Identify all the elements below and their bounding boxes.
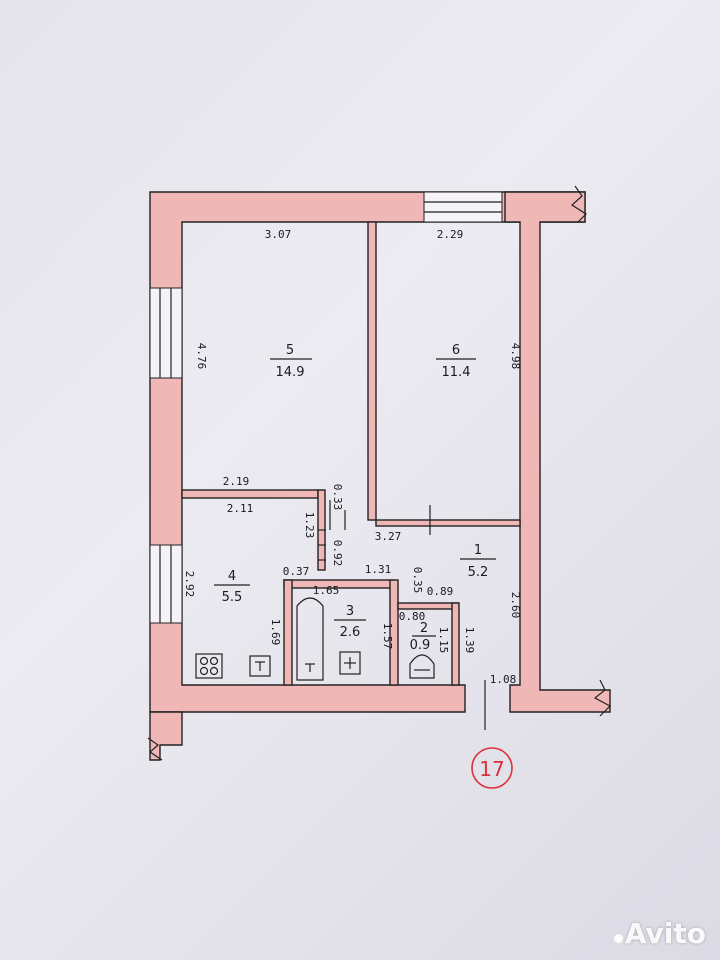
dim-top-left: 3.07 — [265, 228, 292, 241]
room-area: 14.9 — [276, 365, 305, 380]
wall-room5-kitchen — [181, 489, 319, 499]
washbasin-icon — [339, 651, 361, 675]
dim-327: 3.27 — [375, 530, 402, 543]
apartment-number-stamp: 17 — [471, 747, 513, 789]
wall-wc-right — [451, 602, 460, 686]
room-area: 0.9 — [410, 638, 431, 653]
wall-bath-left — [283, 579, 293, 686]
dim-139: 1.39 — [463, 627, 476, 654]
dim-260: 2.60 — [509, 592, 522, 619]
walls — [149, 191, 611, 761]
window-kitchen — [149, 544, 183, 624]
wall-wc-top — [397, 602, 459, 610]
break-mark-bottom-right — [593, 679, 611, 717]
stove-icon — [195, 653, 223, 679]
dim-037: 0.37 — [283, 565, 310, 578]
room-2-label: 2 0.9 — [410, 621, 436, 653]
room-number: 1 — [474, 543, 482, 558]
kitchen-sink-icon — [249, 655, 271, 677]
window-room5 — [149, 287, 183, 379]
dim-292: 2.92 — [183, 571, 196, 598]
toilet-icon — [409, 654, 435, 679]
dim-108: 1.08 — [490, 673, 517, 686]
outer-wall-left-bottom — [149, 711, 183, 761]
room-area: 2.6 — [340, 625, 361, 640]
room-number: 6 — [452, 343, 460, 358]
dim-kitchen-top-inner: 2.11 — [227, 502, 254, 515]
room-3-label: 3 2.6 — [334, 604, 366, 640]
room-area: 11.4 — [442, 365, 471, 380]
dim-room6-height: 4.98 — [509, 343, 522, 370]
wall-room5-room6 — [367, 221, 377, 521]
room-area: 5.5 — [222, 590, 243, 605]
room-number: 2 — [420, 621, 428, 636]
avito-watermark: Avito — [613, 917, 706, 950]
dim-033: 0.33 — [331, 484, 344, 511]
dim-080: 0.80 — [399, 610, 426, 623]
dim-092: 0.92 — [331, 540, 344, 567]
tick-marks — [318, 500, 486, 730]
dim-169: 1.69 — [269, 619, 282, 646]
dim-top-right: 2.29 — [437, 228, 464, 241]
dim-157: 1.57 — [381, 623, 394, 650]
apartment-number: 17 — [479, 757, 504, 781]
dim-123: 1.23 — [303, 512, 316, 539]
room-area: 5.2 — [468, 565, 489, 580]
dim-131: 1.31 — [365, 563, 392, 576]
break-mark-bottom-left — [147, 737, 163, 761]
room-number: 5 — [286, 343, 294, 358]
break-mark-top-right — [571, 185, 587, 223]
dim-kitchen-top-outer: 2.19 — [223, 475, 250, 488]
watermark-text: Avito — [624, 917, 706, 950]
room-number: 3 — [346, 604, 354, 619]
dim-165: 1.65 — [313, 584, 340, 597]
outer-wall-right — [504, 191, 611, 713]
wall-bath-wc — [389, 579, 399, 686]
room-1-label: 1 5.2 — [460, 543, 496, 580]
room-number: 4 — [228, 569, 236, 584]
dim-035: 0.35 — [411, 567, 424, 594]
room-4-label: 4 5.5 — [214, 569, 250, 605]
room-6-label: 6 11.4 — [436, 343, 476, 380]
window-top — [423, 191, 503, 223]
dimension-labels: 3.07 2.29 4.76 4.98 2.19 2.11 0.33 1.23 … — [183, 228, 522, 686]
room-5-label: 5 14.9 — [270, 343, 312, 380]
wall-room6-hall — [375, 519, 521, 527]
dim-115: 1.15 — [437, 627, 450, 654]
bathtub-icon — [296, 597, 324, 681]
dim-089: 0.89 — [427, 585, 454, 598]
dim-room5-height: 4.76 — [195, 343, 208, 370]
avito-logo-icon — [613, 934, 623, 943]
